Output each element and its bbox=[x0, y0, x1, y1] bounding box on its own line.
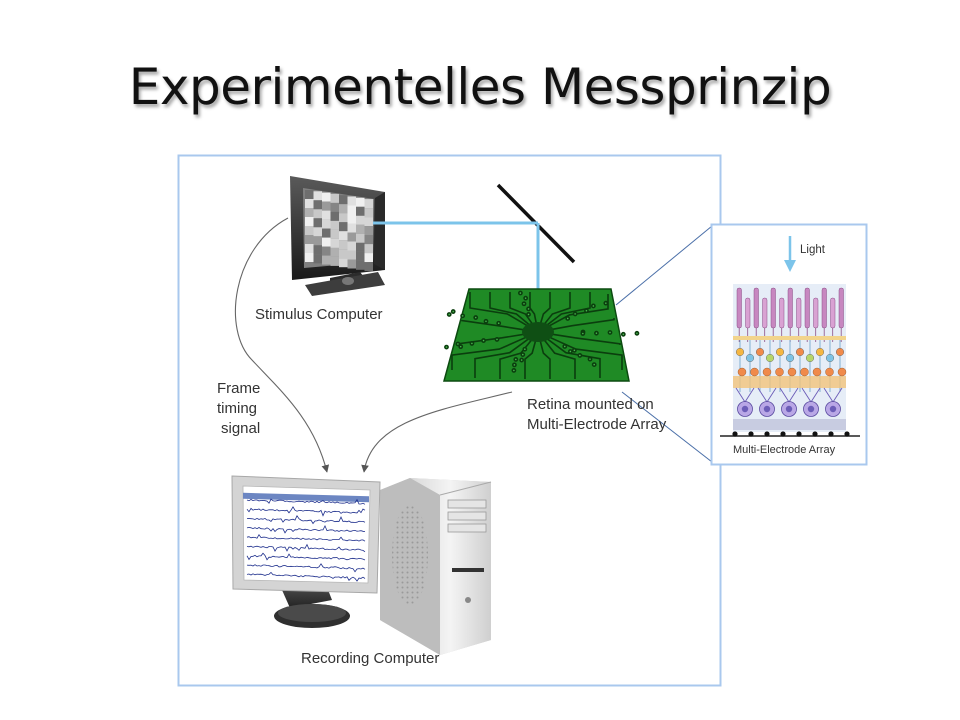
label-mea: Multi-Electrode Array bbox=[733, 444, 836, 456]
recording-computer-icon bbox=[231, 475, 492, 655]
label-frame-timing: Frame timing signal bbox=[217, 380, 265, 437]
checkerboard-stimulus bbox=[305, 190, 373, 272]
retina-inset bbox=[710, 223, 868, 466]
label-recording-computer: Recording Computer bbox=[301, 650, 439, 667]
label-frame-timing-line2: timing bbox=[217, 400, 257, 417]
retina-cells bbox=[733, 287, 847, 430]
label-retina-mea-line1: Retina mounted on bbox=[527, 396, 654, 413]
label-frame-timing-line1: Frame bbox=[217, 380, 260, 397]
light-arrow-icon bbox=[784, 260, 796, 272]
frame-timing-arrow bbox=[234, 217, 330, 473]
electrode-dots bbox=[732, 431, 850, 437]
label-retina-mea-line2: Multi-Electrode Array bbox=[527, 416, 667, 433]
mea-signal-arrow bbox=[361, 391, 513, 473]
mea-chip-icon bbox=[443, 288, 640, 382]
label-stimulus-computer: Stimulus Computer bbox=[255, 306, 383, 323]
tower-vent bbox=[392, 505, 428, 605]
label-frame-timing-line3: signal bbox=[221, 420, 260, 437]
slide-title: Experimentelles Messprinzip bbox=[128, 58, 832, 116]
zoom-line-top bbox=[615, 225, 713, 306]
recording-traces bbox=[246, 498, 366, 582]
label-light: Light bbox=[800, 244, 826, 256]
zoom-line-bottom bbox=[621, 391, 713, 463]
stimulus-monitor-icon bbox=[290, 176, 385, 296]
label-retina-mea: Retina mounted on Multi-Electrode Array bbox=[527, 396, 667, 433]
